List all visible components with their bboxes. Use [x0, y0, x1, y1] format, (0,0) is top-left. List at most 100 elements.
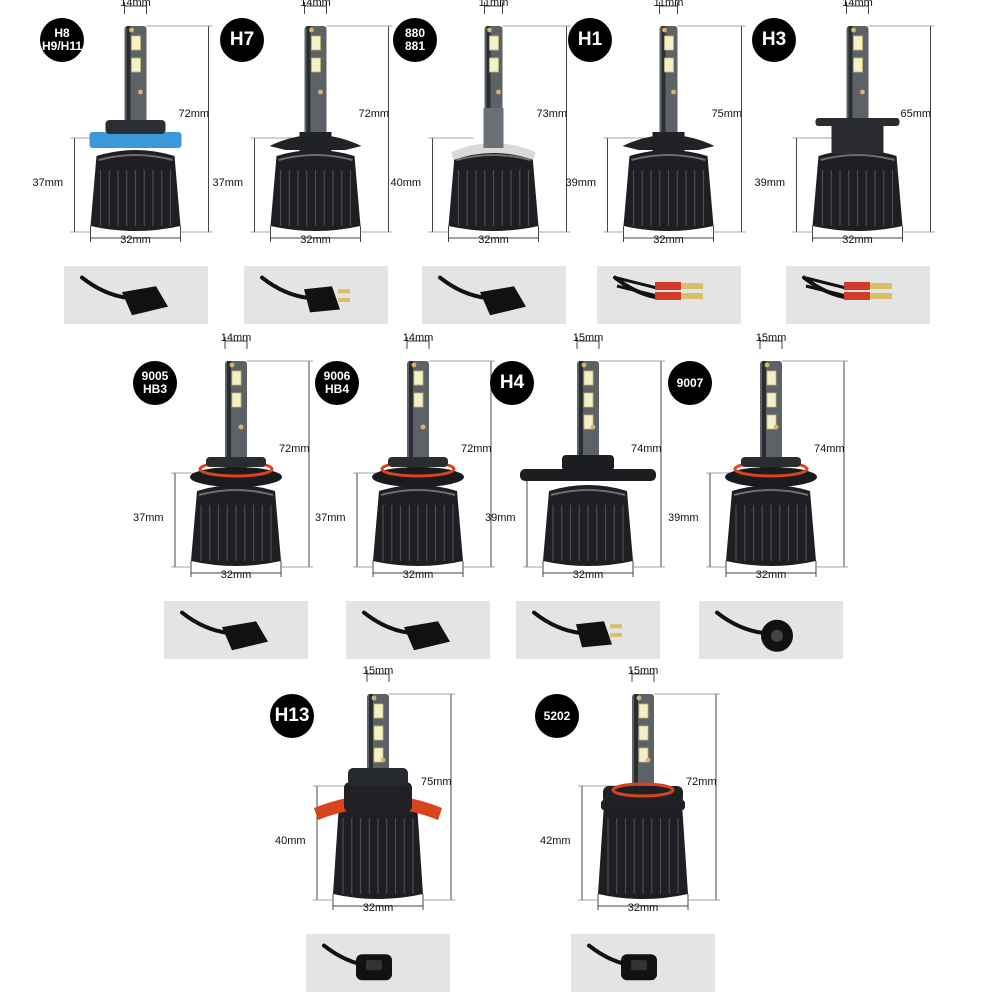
connector-plug-image [164, 601, 308, 659]
led-bulb-icon [313, 670, 455, 910]
led-bulb-icon [578, 670, 720, 910]
dimension-label-total-height: 72mm [686, 776, 717, 788]
dimension-label-top-width: 11mm [478, 0, 509, 9]
bulb-type-label: HB4 [324, 382, 349, 396]
dimension-label-base-height: 42mm [540, 835, 571, 847]
dimension-label-total-height: 74mm [814, 443, 845, 455]
bulb-type-label: 881 [404, 39, 426, 53]
bulb-card-h7: H7 14mm 32mm 72mm 37mm [213, 0, 395, 330]
connector-plug-icon [715, 610, 793, 652]
dimension-label-top-width: 14mm [220, 332, 252, 344]
dimension-label-total-height: 65mm [900, 108, 932, 120]
dimension-label-bottom-width: 32mm [300, 234, 331, 246]
connector-plug-icon [180, 610, 268, 651]
dimension-label-top-width: 14mm [402, 332, 434, 344]
connector-plug-icon [801, 275, 892, 300]
dimension-label-base-height: 37mm [212, 177, 244, 189]
connector-plug-image [306, 934, 450, 992]
dimension-label-top-width: 15mm [362, 665, 394, 677]
bulb-type-badge: H4 [490, 361, 534, 405]
dimension-label-bottom-width: 32mm [362, 902, 394, 914]
bulb-card-h13: H13 15mm 32mm 75mm 40mm [270, 665, 470, 998]
dimension-label-total-height: 72mm [279, 443, 310, 455]
connector-plug-image [63, 266, 208, 324]
connector-plug-image [699, 601, 843, 659]
led-bulb-icon [171, 337, 313, 577]
connector-plug-icon [612, 275, 703, 300]
led-bulb-icon [603, 2, 746, 242]
connector-plug-image [243, 266, 388, 324]
connector-plug-icon [79, 275, 168, 316]
dimension-label-top-width: 15mm [572, 332, 604, 344]
dimension-label-top-width: 14mm [842, 0, 873, 9]
connector-plug-icon [437, 275, 526, 316]
dimension-label-total-height: 72mm [178, 108, 210, 120]
dimension-label-top-width: 15mm [755, 332, 787, 344]
bulb-type-label: 880 [404, 26, 426, 41]
bulb-type-label: HB3 [142, 382, 167, 396]
dimension-label-top-width: 11mm [653, 0, 684, 9]
dimension-label-bottom-width: 32mm [402, 569, 434, 581]
connector-plug-image [516, 601, 660, 659]
led-bulb-icon [353, 337, 495, 577]
bulb-type-badge: H13 [270, 694, 314, 738]
bulb-type-badge: 9007 [668, 361, 712, 405]
bulb-type-label: H3 [761, 29, 787, 51]
dimension-label-base-height: 37mm [32, 177, 64, 189]
dimension-label-top-width: 14mm [300, 0, 331, 9]
connector-plug-image [571, 934, 715, 992]
bulb-type-label: 9007 [676, 375, 704, 390]
bulb-type-badge: H3 [752, 18, 796, 62]
connector-plug-icon [322, 943, 392, 981]
dimension-label-base-height: 39mm [668, 512, 699, 524]
dimension-label-total-height: 72mm [358, 108, 390, 120]
bulb-type-label: 5202 [543, 708, 571, 723]
dimension-label-base-height: 37mm [133, 512, 164, 524]
dimension-label-total-height: 72mm [461, 443, 492, 455]
bulb-type-badge: H1 [568, 18, 612, 62]
led-bulb-icon [250, 2, 393, 242]
connector-plug-image [785, 266, 930, 324]
connector-plug-icon [362, 610, 450, 651]
dimension-label-total-height: 75mm [421, 776, 452, 788]
connector-plug-image [346, 601, 490, 659]
bulb-type-label: H8 [54, 26, 70, 41]
bulb-type-badge: H7 [220, 18, 264, 62]
led-bulb-icon [428, 2, 571, 242]
dimension-label-bottom-width: 32mm [653, 234, 684, 246]
dimension-label-total-height: 75mm [711, 108, 743, 120]
led-bulb-icon [70, 2, 213, 242]
dimension-label-base-height: 40mm [275, 835, 306, 847]
bulb-type-label: 9005 [141, 369, 169, 384]
dimension-label-base-height: 37mm [315, 512, 346, 524]
connector-plug-icon [532, 610, 622, 648]
bulb-card-9007: 9007 15mm 32mm 74mm 39mm [668, 332, 858, 665]
bulb-type-label: H1 [577, 29, 603, 51]
bulb-type-label: H4 [499, 372, 525, 394]
dimension-label-bottom-width: 32mm [627, 902, 659, 914]
dimension-label-bottom-width: 32mm [220, 569, 252, 581]
connector-plug-image [596, 266, 741, 324]
dimension-label-bottom-width: 32mm [478, 234, 509, 246]
bulb-type-label: H7 [229, 29, 255, 51]
bulb-type-label: H13 [274, 705, 310, 727]
dimension-label-bottom-width: 32mm [755, 569, 787, 581]
dimension-label-base-height: 40mm [390, 177, 422, 189]
dimension-label-bottom-width: 32mm [120, 234, 151, 246]
dimension-label-bottom-width: 32mm [842, 234, 873, 246]
dimension-label-top-width: 14mm [120, 0, 151, 9]
dimension-label-base-height: 39mm [565, 177, 597, 189]
connector-plug-icon [587, 943, 657, 981]
dimension-label-base-height: 39mm [754, 177, 786, 189]
dimension-label-total-height: 73mm [536, 108, 568, 120]
connector-plug-image [421, 266, 566, 324]
bulb-type-badge: 5202 [535, 694, 579, 738]
